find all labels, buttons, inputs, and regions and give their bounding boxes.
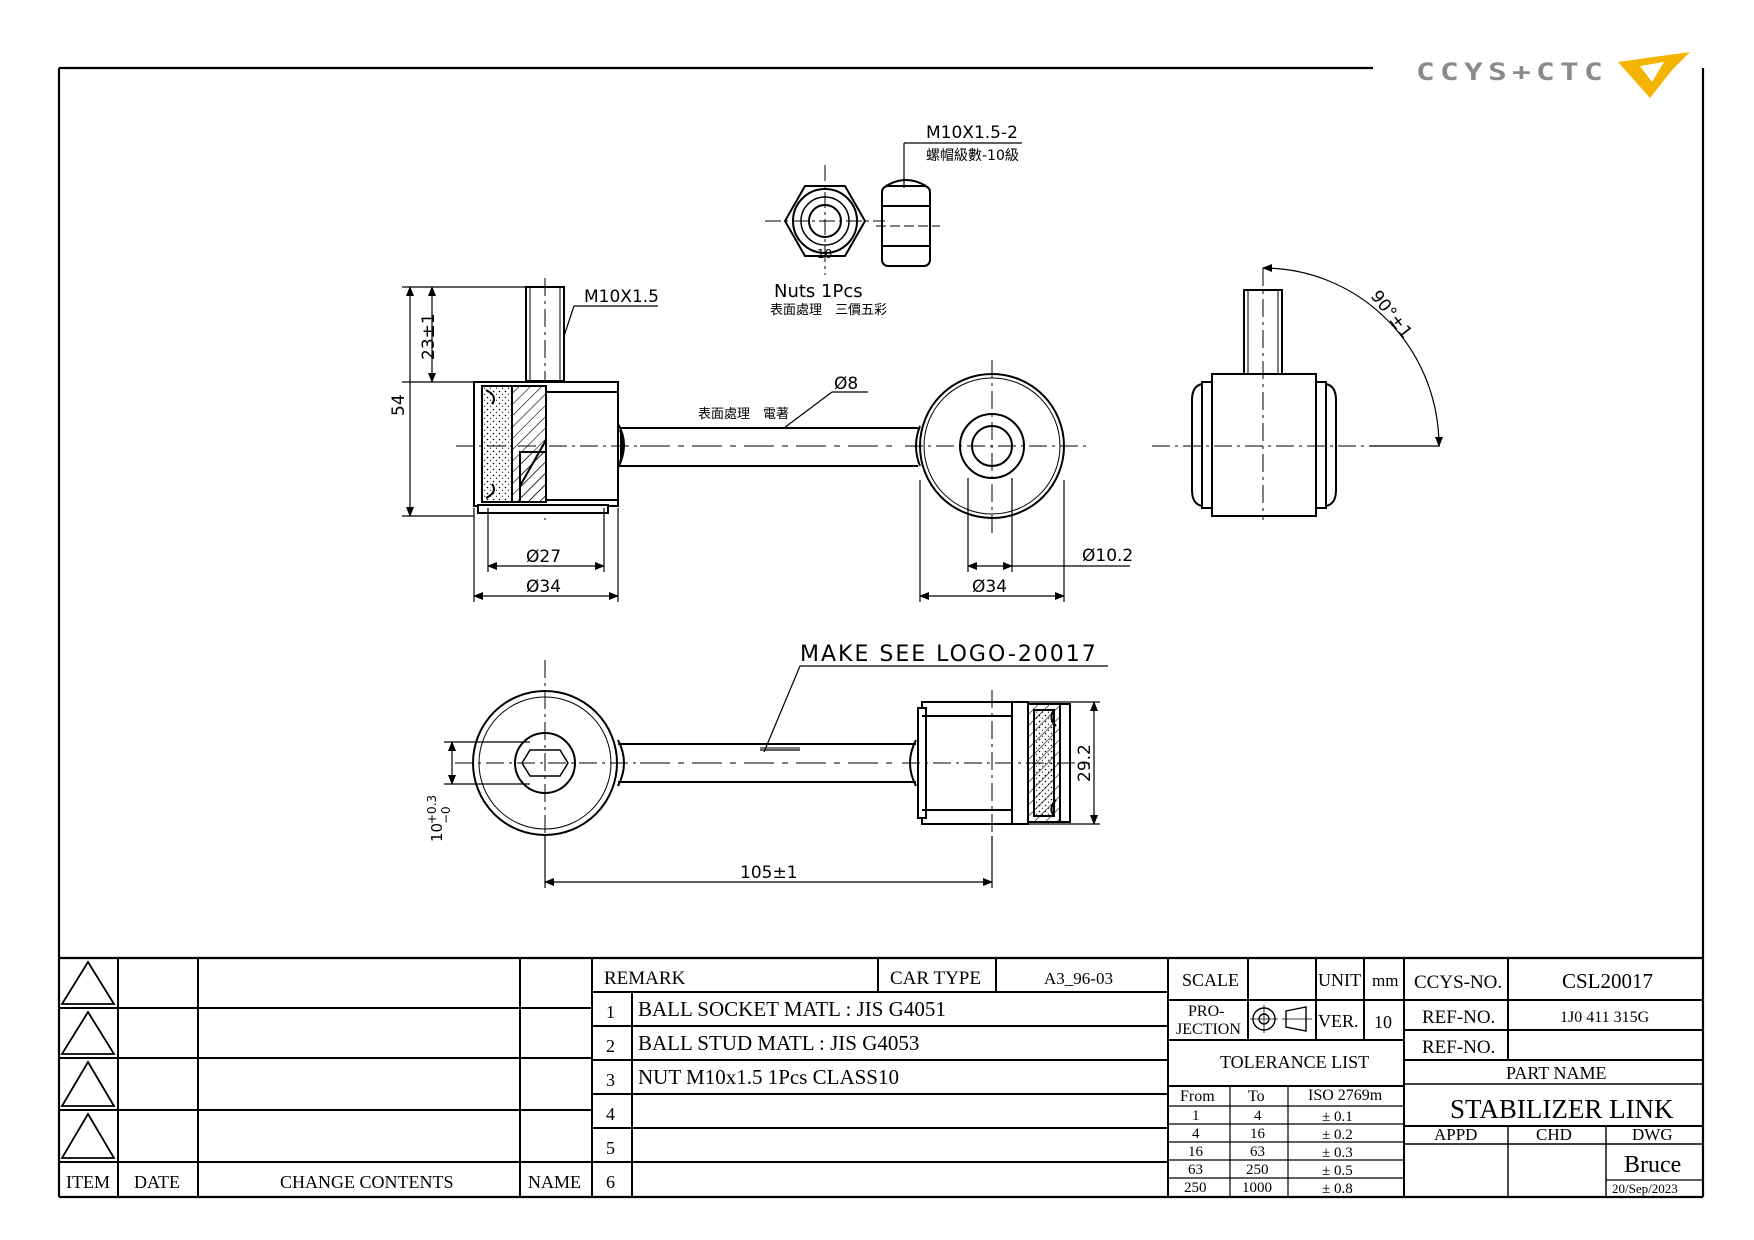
remark-no-2: 2	[606, 1036, 615, 1056]
angle-label: 90°±1	[1366, 287, 1416, 343]
rev-header-change: CHANGE CONTENTS	[280, 1172, 454, 1192]
right-ball-joint-front	[905, 360, 1088, 535]
side-view	[1152, 264, 1443, 520]
remark-label: REMARK	[604, 968, 686, 989]
ref-no-label: REF-NO.	[1422, 1007, 1495, 1028]
height-label: 54	[389, 394, 409, 416]
nut-class-label: 螺帽級數-10級	[926, 148, 1019, 164]
tol-val-3: ± 0.3	[1322, 1145, 1353, 1161]
tol-to-2: 16	[1250, 1126, 1266, 1142]
logo-note-label: MAKE SEE LOGO-20017	[800, 642, 1098, 667]
tolerance-title: TOLERANCE LIST	[1220, 1052, 1369, 1072]
plan-left-ball	[455, 660, 636, 860]
width-label: 29.2	[1075, 744, 1095, 782]
nut-thread-leader	[903, 142, 1022, 188]
front-view-dimensions	[402, 286, 1130, 602]
tol-to-1: 4	[1254, 1108, 1262, 1124]
remark-text-1: BALL SOCKET MATL : JIS G4051	[638, 997, 946, 1021]
ref-no2-label: REF-NO.	[1422, 1037, 1495, 1058]
tol-to-3: 63	[1250, 1144, 1265, 1160]
unit-value: mm	[1372, 971, 1398, 990]
tol-val-5: ± 0.8	[1322, 1181, 1353, 1197]
projection-symbol-icon	[1250, 1005, 1312, 1033]
part-name-value: STABILIZER LINK	[1450, 1094, 1674, 1124]
remark-no-3: 3	[606, 1070, 615, 1090]
nut-dim-mark: 10	[817, 247, 832, 261]
car-type-value: A3_96-03	[1044, 969, 1113, 988]
tol-header-iso: ISO 2769m	[1308, 1087, 1383, 1104]
tol-from-2: 4	[1192, 1126, 1200, 1142]
tol-val-2: ± 0.2	[1322, 1127, 1353, 1143]
remark-no-1: 1	[606, 1002, 615, 1022]
tol-to-4: 250	[1246, 1162, 1269, 1178]
stud-length-label: 23±1	[419, 313, 439, 360]
logo-text: CCYS+CTC	[1416, 58, 1608, 86]
car-type-label: CAR TYPE	[890, 968, 981, 989]
part-name-label: PART NAME	[1506, 1063, 1606, 1083]
offset-label: 10	[428, 823, 446, 842]
offset-tol-lower: −0	[439, 806, 453, 824]
specs-table	[1168, 958, 1405, 1197]
nuts-count-label: Nuts 1Pcs	[774, 281, 863, 302]
nut-thread-label: M10X1.5-2	[926, 123, 1018, 143]
length-label: 105±1	[740, 863, 798, 883]
nut-finish-label: 表面處理 三價五彩	[770, 303, 887, 318]
rod-finish-label: 表面處理 電著	[698, 407, 789, 422]
part-title-block	[1404, 958, 1703, 1197]
nut-front-view	[765, 165, 885, 275]
scale-label: SCALE	[1182, 970, 1239, 990]
tol-from-4: 63	[1188, 1162, 1203, 1178]
rev-header-name: NAME	[528, 1172, 581, 1192]
dia10-2-label: Ø10.2	[1082, 546, 1133, 566]
projection-label-1: PRO-	[1188, 1003, 1224, 1020]
dia34-right-label: Ø34	[972, 577, 1007, 597]
ref-no-value: 1J0 411 315G	[1560, 1009, 1650, 1026]
rod-dia-label: Ø8	[834, 374, 858, 394]
stud-thread-label: M10X1.5	[584, 287, 659, 307]
remark-table	[592, 958, 1169, 1197]
tol-val-4: ± 0.5	[1322, 1163, 1353, 1179]
appd-label: APPD	[1434, 1125, 1477, 1144]
revision-table	[59, 958, 593, 1197]
remark-no-4: 4	[606, 1104, 615, 1124]
company-logo: CCYS+CTC	[1416, 52, 1690, 98]
tol-from-3: 16	[1188, 1144, 1204, 1160]
border-frame	[57, 66, 1705, 1199]
drawing-date: 20/Sep/2023	[1612, 1181, 1678, 1196]
dia27-label: Ø27	[526, 547, 561, 567]
remark-no-6: 6	[606, 1172, 615, 1192]
rev-header-item: ITEM	[66, 1172, 110, 1192]
dwg-label: DWG	[1632, 1125, 1673, 1144]
dia34-left-label: Ø34	[526, 577, 561, 597]
tol-val-1: ± 0.1	[1322, 1109, 1353, 1125]
tol-header-from: From	[1180, 1088, 1215, 1105]
drawer-name: Bruce	[1624, 1152, 1681, 1178]
tol-header-to: To	[1248, 1088, 1265, 1105]
left-socket-section	[456, 381, 640, 514]
plan-view-dimensions	[444, 665, 1108, 888]
remark-no-5: 5	[606, 1138, 615, 1158]
remark-text-2: BALL STUD MATL : JIS G4053	[638, 1031, 919, 1055]
plan-rod	[617, 739, 917, 787]
tol-from-5: 250	[1184, 1180, 1207, 1196]
tol-from-1: 1	[1192, 1108, 1200, 1124]
chd-label: CHD	[1536, 1125, 1572, 1144]
remark-text-3: NUT M10x1.5 1Pcs CLASS10	[638, 1065, 899, 1089]
projection-label-2: JECTION	[1176, 1021, 1241, 1038]
rod-dia-leader	[783, 391, 868, 429]
offset-tol-upper: +0.3	[425, 795, 439, 824]
tol-to-5: 1000	[1242, 1180, 1272, 1196]
connecting-rod	[620, 427, 918, 467]
unit-label: UNIT	[1318, 970, 1361, 990]
ccys-no-value: CSL20017	[1562, 969, 1653, 993]
ver-value: 10	[1374, 1012, 1392, 1032]
nut-side-view	[876, 179, 940, 267]
ccys-no-label: CCYS-NO.	[1414, 972, 1502, 993]
rev-header-date: DATE	[134, 1172, 180, 1192]
plan-right-socket-section	[902, 690, 1090, 886]
ver-label: VER.	[1318, 1011, 1359, 1031]
